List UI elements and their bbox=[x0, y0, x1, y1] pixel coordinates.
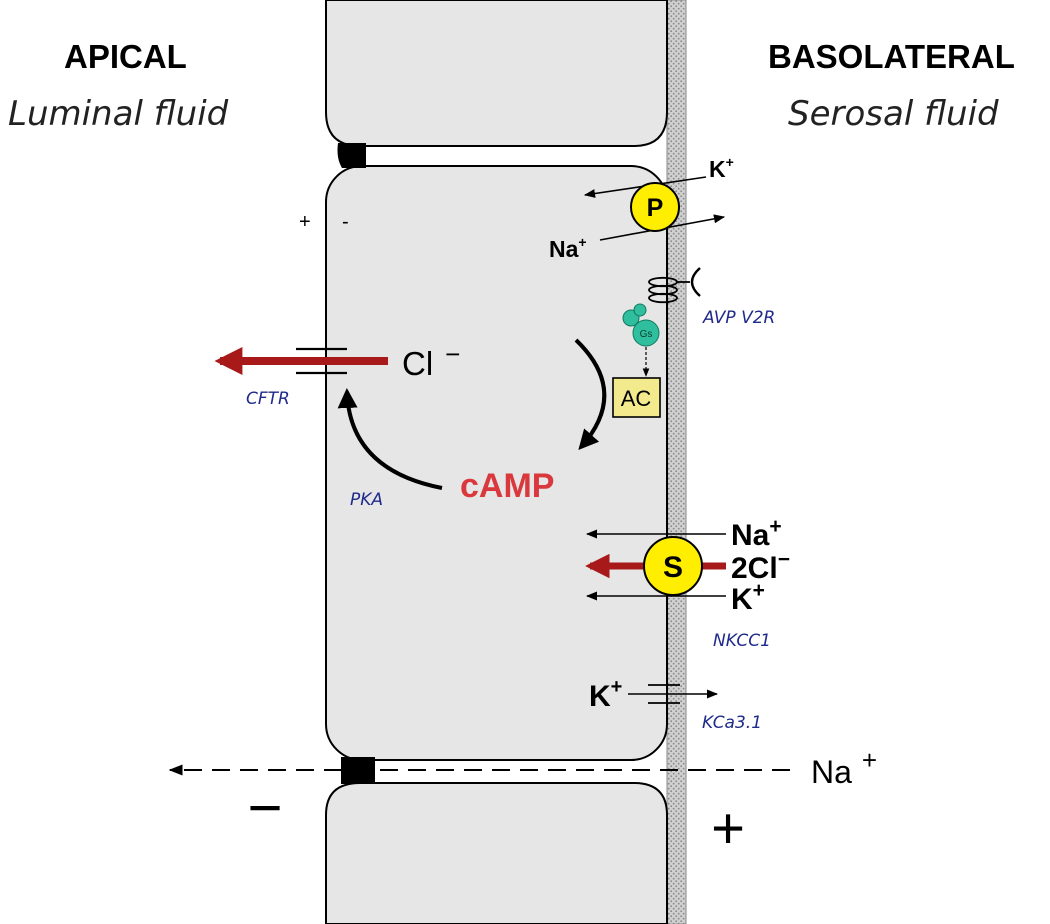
nkcc-symbol: S bbox=[663, 551, 683, 584]
nkcc-potassium-label: K+ bbox=[731, 579, 765, 616]
pump-potassium-label: K+ bbox=[709, 154, 734, 182]
upper-neighbor-cell bbox=[325, 0, 668, 147]
apical-subtitle: Luminal fluid bbox=[8, 94, 229, 134]
nkcc1-cotransporter bbox=[643, 536, 703, 596]
basolateral-title: BASOLATERAL bbox=[768, 38, 1015, 75]
nkcc-sodium-label: Na+ bbox=[731, 515, 782, 552]
g-protein-label: Gs bbox=[640, 329, 653, 340]
pump-symbol: P bbox=[647, 194, 664, 222]
na-k-pump bbox=[630, 182, 680, 232]
nkcc-name: NKCC1 bbox=[713, 631, 771, 651]
pump-sodium-label: Na+ bbox=[549, 234, 587, 262]
kca-potassium-label: K+ bbox=[589, 676, 622, 713]
apical-plus-sign: + bbox=[299, 211, 311, 233]
adenylyl-cyclase-label: AC bbox=[621, 386, 652, 411]
basolateral-polarity-sign: + bbox=[711, 796, 745, 861]
g-protein bbox=[622, 303, 660, 347]
apical-minus-sign: - bbox=[342, 211, 349, 233]
epithelial-cell bbox=[325, 165, 668, 761]
kca-name: KCa3.1 bbox=[702, 713, 762, 733]
upper-tight-junction bbox=[337, 143, 366, 168]
ac-to-camp-arrow bbox=[574, 338, 607, 450]
pka-to-cftr-arrow bbox=[337, 388, 443, 490]
apical-title: APICAL bbox=[64, 38, 187, 75]
basement-membrane bbox=[666, 0, 687, 924]
adenylyl-cyclase bbox=[612, 377, 661, 418]
nkcc-chloride-label: 2Cl− bbox=[731, 548, 790, 585]
cftr-chloride-label: Cl− bbox=[402, 339, 460, 382]
basolateral-subtitle: Serosal fluid bbox=[788, 94, 999, 134]
pka-label: PKA bbox=[350, 490, 383, 510]
cftr-name: CFTR bbox=[246, 389, 290, 409]
camp-label: cAMP bbox=[460, 467, 554, 505]
paracellular-sodium-label: Na+ bbox=[811, 745, 877, 790]
receptor-name: AVP V2R bbox=[702, 308, 775, 328]
lower-neighbor-cell bbox=[325, 782, 668, 924]
apical-polarity-sign: − bbox=[247, 774, 282, 841]
v2-receptor bbox=[648, 267, 701, 304]
